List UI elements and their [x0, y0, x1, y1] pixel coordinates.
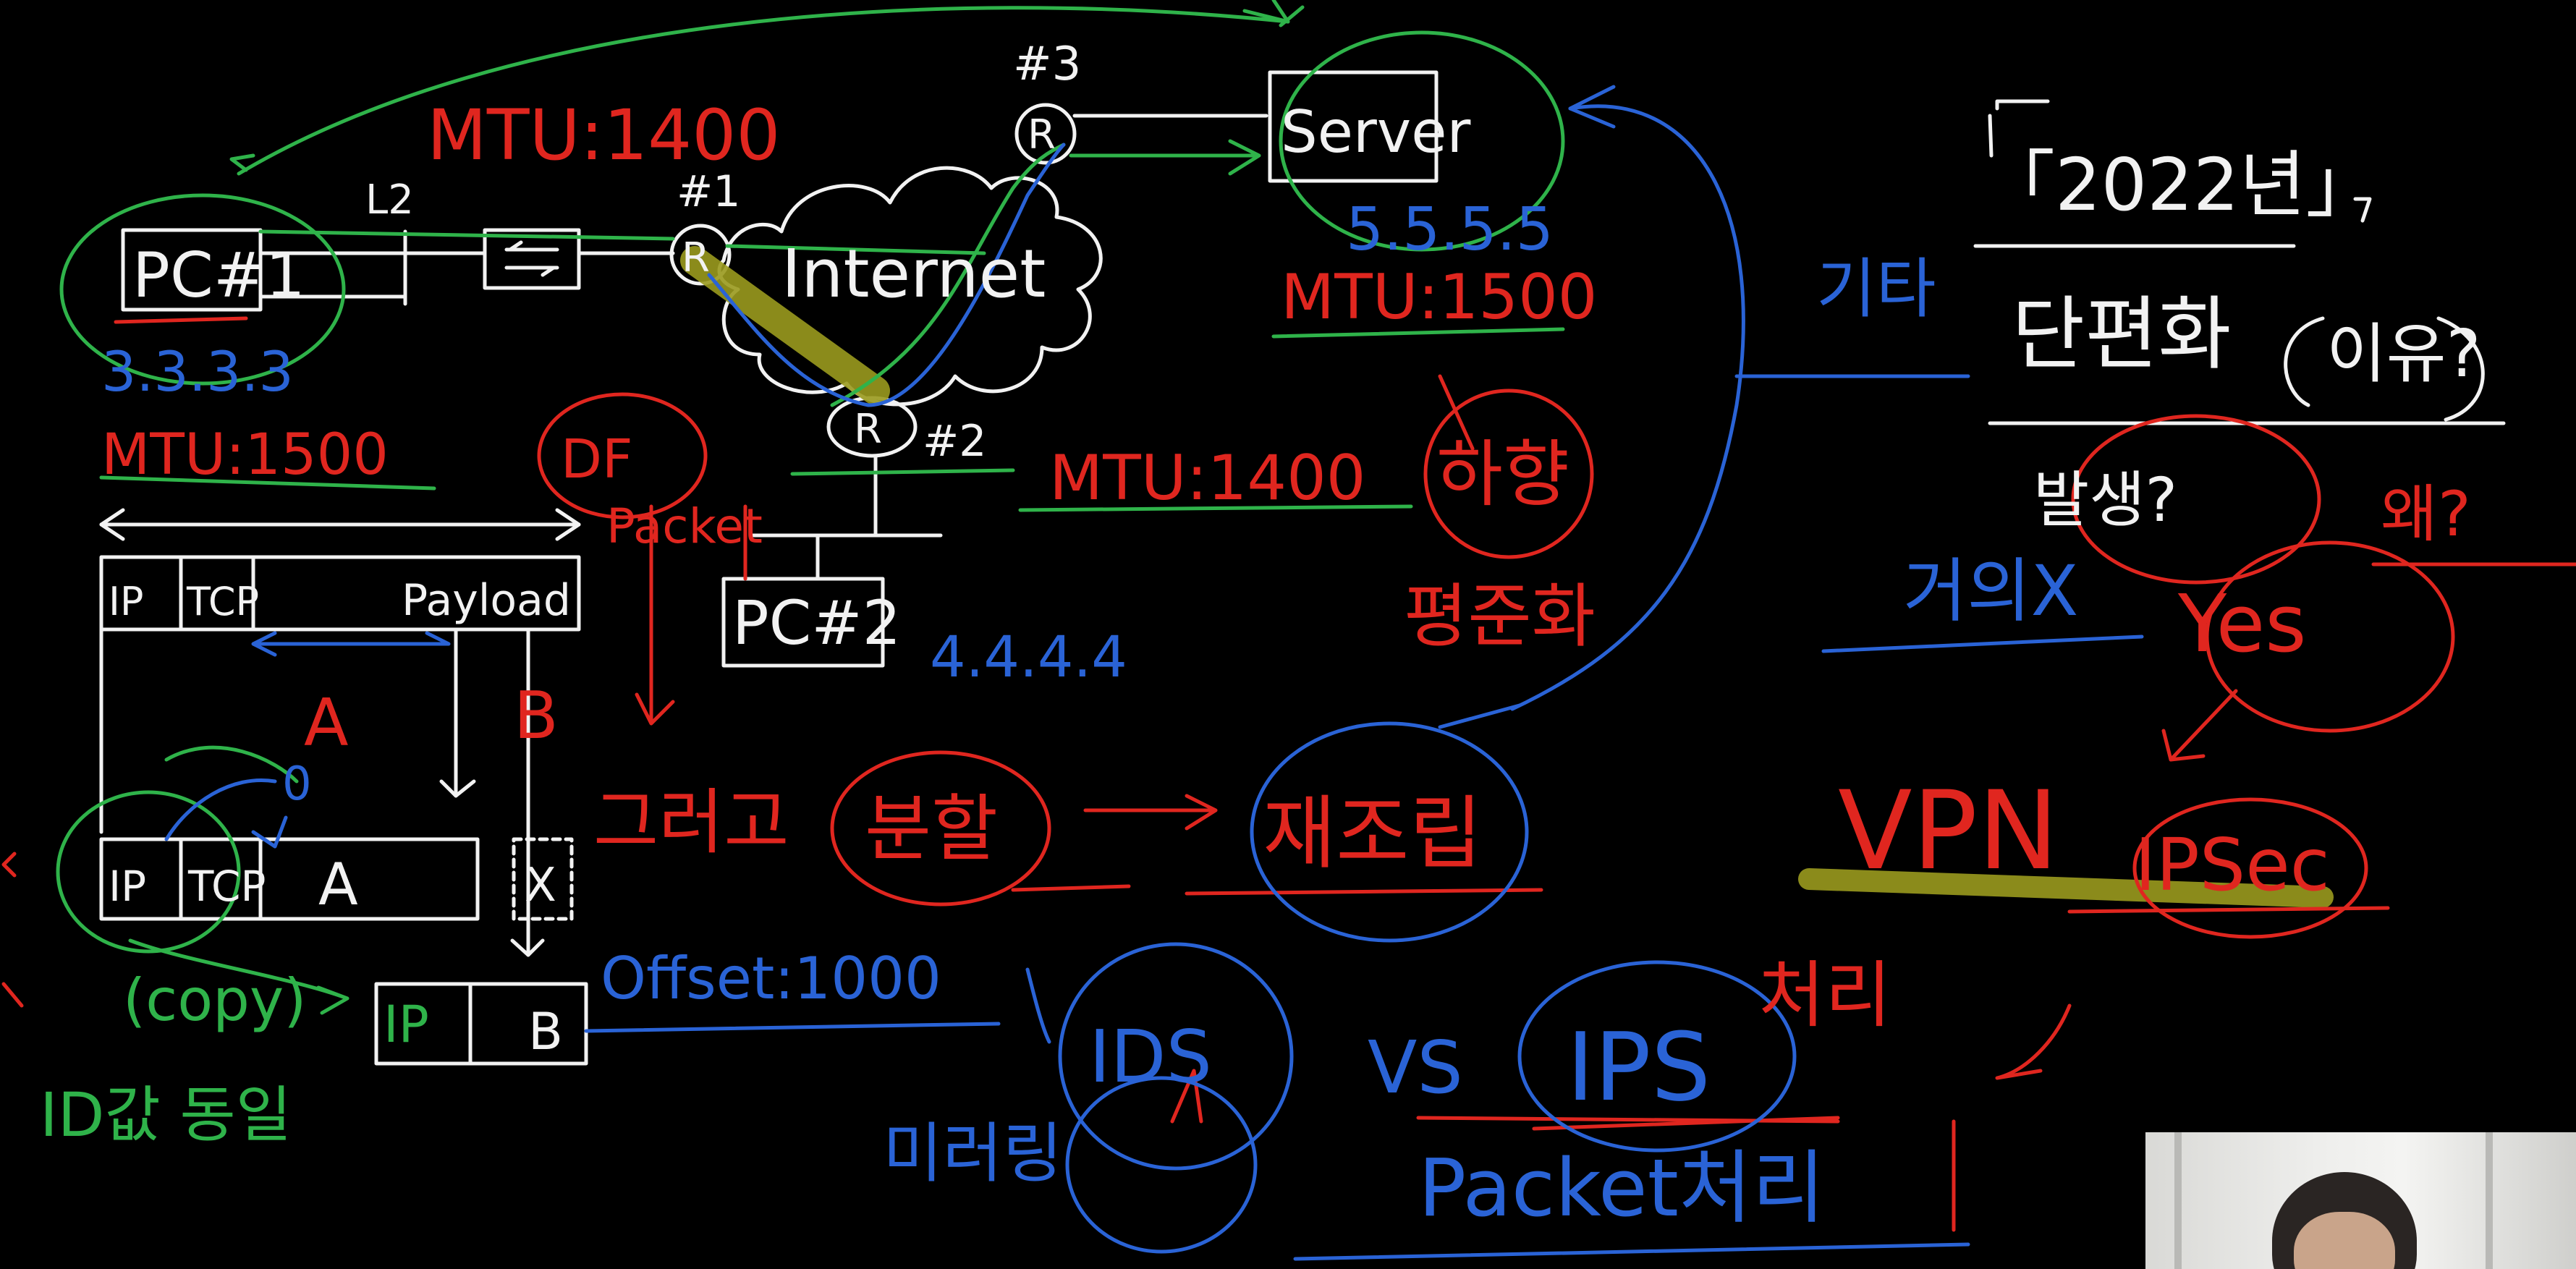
router-1-label: #1 [677, 166, 740, 217]
vs-label: VS [1368, 1025, 1463, 1110]
green-strokes [56, 0, 1565, 1015]
trend-label: 단편화 [2012, 288, 2232, 381]
router-1-glyph: R [682, 234, 710, 281]
router-3 [1014, 103, 1077, 165]
server-box [1268, 70, 1439, 183]
router-3-label: #3 [1013, 38, 1081, 91]
packet-label: Packet [606, 498, 763, 554]
router-2-glyph: R [854, 406, 882, 453]
df-circle [537, 392, 708, 519]
zero-label: 0 [282, 757, 312, 811]
pc1-ip: 3.3.3.3 [101, 339, 294, 404]
fragment-label: 분할 [865, 786, 998, 871]
ipsec-label: IPSec [2135, 823, 2330, 907]
frag-a-size: A [304, 685, 349, 761]
occur-circle [2071, 414, 2321, 585]
mtu-top: MTU:1400 [427, 95, 780, 176]
offset-label: Offset:1000 [601, 945, 941, 1012]
frag-tcp: TCP [187, 862, 266, 911]
frag-a: A [318, 851, 358, 918]
internet-cloud [717, 166, 1103, 407]
mtu-r2: MTU:1400 [1049, 442, 1366, 514]
reassemble-label: 재조립 [1263, 787, 1483, 880]
reason-label: 이유? [2326, 316, 2480, 392]
mirror-label: 미러링 [883, 1116, 1062, 1192]
occur-label: 발생? [2033, 464, 2177, 535]
pc2-box [721, 577, 885, 668]
pc2-label: PC#2 [732, 587, 901, 658]
server-circle [1279, 30, 1565, 252]
fragment-circle [830, 750, 1051, 907]
mtu-server: MTU:1500 [1281, 261, 1598, 334]
id-same-label: ID값 동일 [40, 1079, 292, 1150]
mtu-pc1: MTU:1500 [101, 423, 389, 488]
r2-note-2: 평준화 [1404, 576, 1596, 657]
ipsec-circle [2132, 797, 2368, 939]
frag-ip: IP [109, 862, 146, 911]
presenter-face [2294, 1212, 2395, 1269]
packet-ip: IP [109, 579, 144, 624]
vpn-label: VPN [1838, 768, 2059, 894]
pc1-circle [59, 193, 346, 386]
ips-circle [1517, 960, 1797, 1153]
almost-none-label: 거의X [1903, 551, 2078, 632]
router-3-glyph: R [1028, 111, 1056, 158]
l2-label: L2 [365, 177, 414, 224]
packet-tcp: TCP [186, 579, 259, 624]
r2-note-circle [1423, 389, 1594, 559]
then-label: 그러고 [593, 781, 789, 864]
pc1-box [121, 228, 263, 312]
packet-payload: Payload [402, 575, 571, 626]
red-strokes [1, 316, 2576, 1232]
switch-box [483, 228, 581, 290]
frag-b-ip: IP [384, 995, 429, 1054]
webcam-overlay [2145, 1132, 2576, 1269]
yes-circle [2205, 540, 2455, 733]
frag-b: B [528, 1002, 563, 1061]
pc2-ip: 4.4.4.4 [930, 625, 1127, 690]
reassemble-circle [1250, 721, 1529, 943]
server-label: Server [1281, 98, 1470, 166]
ips-label: IPS [1567, 1012, 1711, 1122]
frag-b-size: B [514, 678, 559, 754]
r2-note-1: 하향 [1436, 432, 1569, 517]
process-label: 처리 [1758, 953, 1891, 1037]
side-label: 기타 [1816, 251, 1936, 327]
blue-strokes [164, 85, 2144, 1261]
mirror-circle [1065, 1076, 1258, 1254]
pc1-label: PC#1 [132, 239, 305, 312]
ids-label: IDS [1089, 1014, 1212, 1099]
copy-label: (copy) [123, 967, 306, 1034]
router-2-label: #2 [923, 416, 986, 467]
router-1 [669, 224, 732, 286]
fragment-b [374, 982, 588, 1066]
internet-label: Internet [781, 235, 1046, 313]
server-ip: 5.5.5.5 [1346, 195, 1554, 264]
ip-tcp-circle [56, 790, 241, 954]
df-label: DF [561, 428, 633, 491]
webcam-door-frame [2174, 1132, 2182, 1269]
yellow-highlights [680, 246, 2334, 908]
frag-x: X [525, 859, 556, 912]
webcam-door-frame [2486, 1132, 2493, 1269]
year-label: 「2022년」 [1983, 143, 2378, 227]
original-packet [99, 555, 581, 632]
white-drawing [99, 70, 2506, 1066]
ids-circle [1058, 942, 1294, 1171]
fragment-a [99, 837, 480, 921]
why-label: 왜? [2381, 478, 2471, 551]
yes-label: Yes [2177, 577, 2307, 670]
packet-process-label: Packet처리 [1418, 1142, 1825, 1234]
